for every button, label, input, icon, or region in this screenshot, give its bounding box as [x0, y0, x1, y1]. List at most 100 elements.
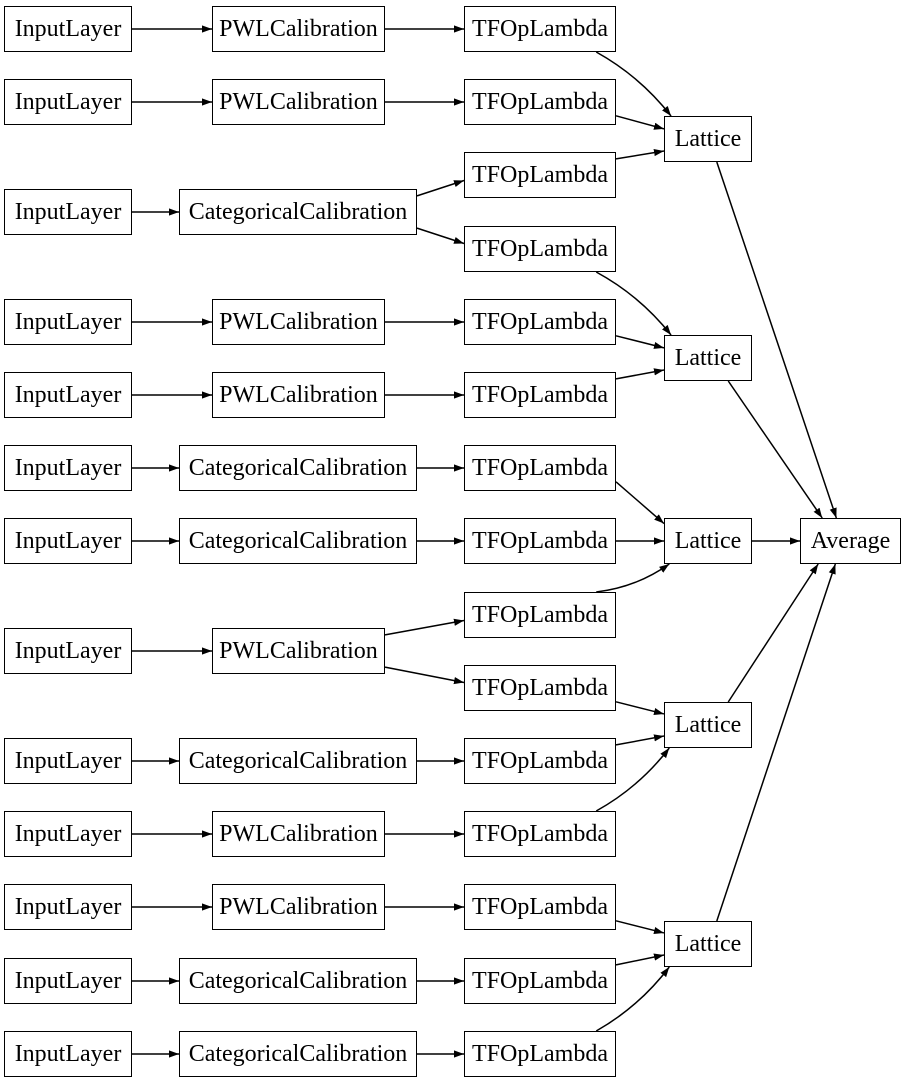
node-label: Lattice [674, 931, 742, 957]
edge-tf10-lat4 [615, 701, 665, 715]
node-label: InputLayer [14, 968, 122, 994]
node-il8: InputLayer [4, 628, 132, 674]
node-cal9: CategoricalCalibration [179, 738, 417, 784]
node-label: TFOpLambda [472, 16, 608, 42]
node-label: CategoricalCalibration [188, 455, 408, 481]
node-il6: InputLayer [4, 445, 132, 491]
node-label: InputLayer [14, 894, 122, 920]
node-label: InputLayer [14, 89, 122, 115]
node-cal8: PWLCalibration [212, 628, 385, 674]
node-il4: InputLayer [4, 299, 132, 345]
node-tf11: TFOpLambda [464, 738, 616, 784]
node-cal13: CategoricalCalibration [179, 1031, 417, 1077]
edge-tf2-lat1 [615, 115, 665, 130]
node-tf9: TFOpLambda [464, 592, 616, 638]
node-label: Lattice [674, 126, 742, 152]
node-label: PWLCalibration [219, 382, 378, 408]
node-label: PWLCalibration [219, 894, 378, 920]
edge-tf1-lat1 [595, 51, 672, 117]
node-tf7: TFOpLambda [464, 445, 616, 491]
edges-group [132, 25, 838, 1058]
edge-cal8-tf10 [384, 666, 465, 685]
node-lat3: Lattice [664, 518, 752, 564]
node-label: InputLayer [14, 16, 122, 42]
node-il5: InputLayer [4, 372, 132, 418]
edge-tf3-lat1 [615, 149, 665, 160]
edge-lat1-avg [716, 161, 838, 519]
node-label: TFOpLambda [472, 894, 608, 920]
node-label: PWLCalibration [219, 309, 378, 335]
edge-cal3-tf4 [416, 227, 465, 245]
node-lat1: Lattice [664, 116, 752, 162]
node-label: CategoricalCalibration [188, 748, 408, 774]
node-label: TFOpLambda [472, 89, 608, 115]
edge-tf9-lat3 [596, 563, 670, 593]
node-il13: InputLayer [4, 1031, 132, 1077]
node-label: Lattice [674, 528, 742, 554]
edge-cal8-tf9 [384, 618, 465, 636]
node-il11: InputLayer [4, 884, 132, 930]
node-cal6: CategoricalCalibration [179, 445, 417, 491]
node-label: PWLCalibration [219, 89, 378, 115]
node-cal2: PWLCalibration [212, 79, 385, 125]
node-label: CategoricalCalibration [188, 1041, 408, 1067]
node-label: PWLCalibration [219, 638, 378, 664]
node-tf12: TFOpLambda [464, 811, 616, 857]
node-label: InputLayer [14, 309, 122, 335]
node-lat4: Lattice [664, 702, 752, 748]
node-label: InputLayer [14, 821, 122, 847]
node-tf6: TFOpLambda [464, 372, 616, 418]
node-cal12: CategoricalCalibration [179, 958, 417, 1004]
node-label: CategoricalCalibration [188, 528, 408, 554]
node-tf14: TFOpLambda [464, 958, 616, 1004]
node-tf5: TFOpLambda [464, 299, 616, 345]
node-tf1: TFOpLambda [464, 6, 616, 52]
node-tf15: TFOpLambda [464, 1031, 616, 1077]
node-label: CategoricalCalibration [188, 968, 408, 994]
edge-cal3-tf3 [416, 179, 465, 197]
edge-tf14-lat5 [615, 953, 665, 966]
node-label: PWLCalibration [219, 821, 378, 847]
node-cal3: CategoricalCalibration [179, 189, 417, 235]
node-il2: InputLayer [4, 79, 132, 125]
node-label: InputLayer [14, 382, 122, 408]
node-il9: InputLayer [4, 738, 132, 784]
node-tf2: TFOpLambda [464, 79, 616, 125]
edge-tf13-lat5 [615, 920, 665, 934]
node-label: TFOpLambda [472, 1041, 608, 1067]
node-label: TFOpLambda [472, 236, 608, 262]
edge-tf15-lat5 [595, 966, 670, 1032]
edge-tf6-lat2 [615, 368, 665, 380]
node-label: TFOpLambda [472, 528, 608, 554]
node-label: InputLayer [14, 1041, 122, 1067]
edge-tf11-lat4 [615, 734, 665, 746]
node-label: Lattice [674, 345, 742, 371]
node-cal1: PWLCalibration [212, 6, 385, 52]
node-label: InputLayer [14, 199, 122, 225]
node-il7: InputLayer [4, 518, 132, 564]
edge-lat5-avg [716, 563, 837, 922]
node-label: InputLayer [14, 748, 122, 774]
node-label: TFOpLambda [472, 748, 608, 774]
node-il1: InputLayer [4, 6, 132, 52]
node-label: InputLayer [14, 455, 122, 481]
edge-lat4-avg [727, 563, 819, 703]
node-tf8: TFOpLambda [464, 518, 616, 564]
node-cal10: PWLCalibration [212, 811, 385, 857]
node-il12: InputLayer [4, 958, 132, 1004]
node-label: TFOpLambda [472, 382, 608, 408]
node-cal7: CategoricalCalibration [179, 518, 417, 564]
node-cal4: PWLCalibration [212, 299, 385, 345]
edge-tf12-lat4 [595, 747, 670, 812]
edge-tf7-lat3 [615, 481, 665, 525]
node-label: Average [810, 528, 891, 554]
edge-lat2-avg [727, 380, 823, 519]
node-avg: Average [800, 518, 901, 564]
node-il3: InputLayer [4, 189, 132, 235]
node-tf4: TFOpLambda [464, 226, 616, 272]
edge-tf4-lat2 [595, 271, 672, 336]
